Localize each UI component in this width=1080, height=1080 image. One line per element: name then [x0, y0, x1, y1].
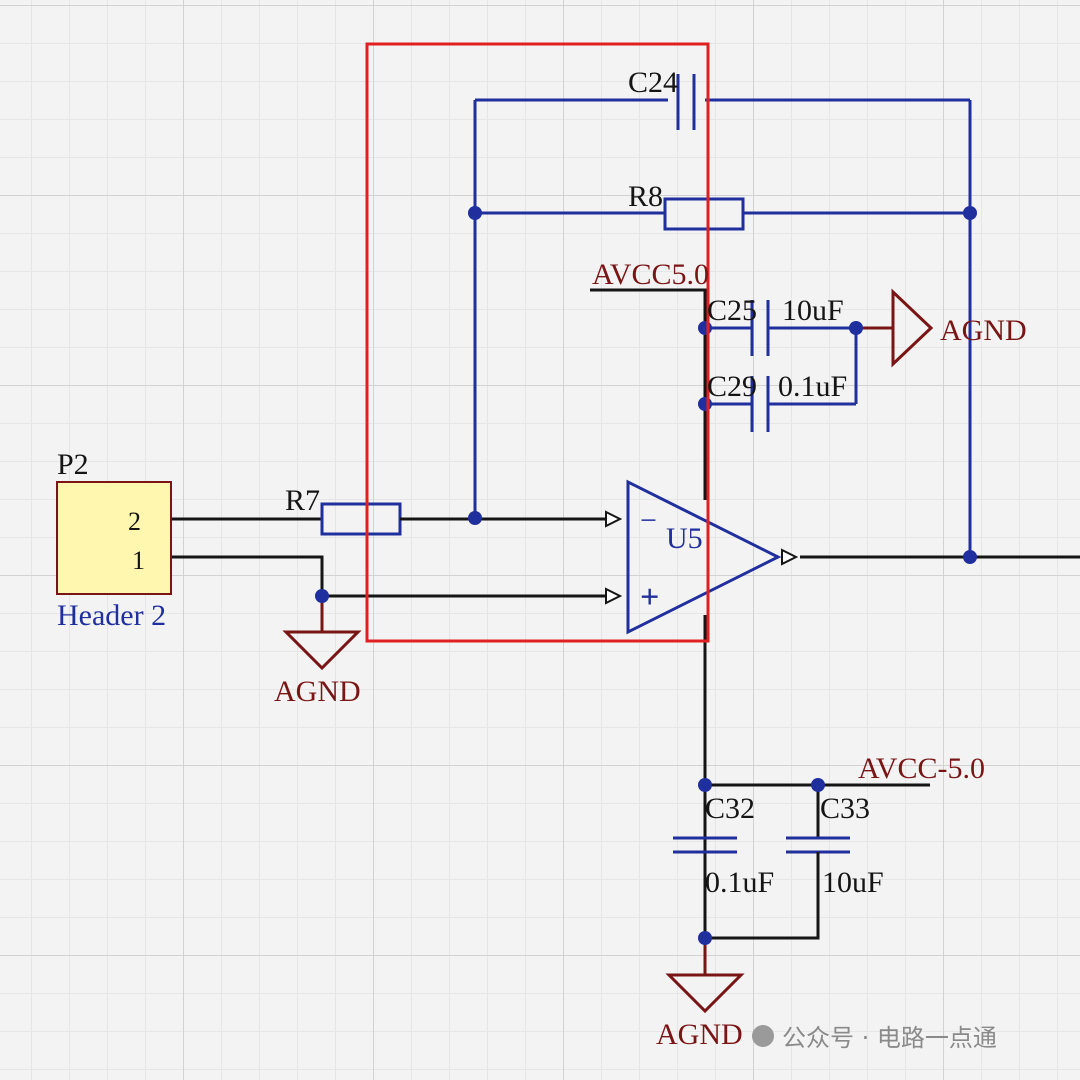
junction-dot — [698, 778, 712, 792]
c25-capacitor — [750, 300, 770, 356]
highlight-box — [365, 42, 710, 643]
header-p2-body — [56, 481, 172, 595]
agnd-left-label: AGND — [274, 675, 361, 708]
c24-ref-label: C24 — [628, 66, 678, 99]
c32-ref-label: C32 — [705, 792, 755, 825]
c25-ref-label: C25 — [707, 294, 757, 327]
agnd-right-label: AGND — [940, 314, 1027, 347]
u5-minus-label: − — [640, 504, 657, 537]
c24-capacitor — [676, 74, 696, 130]
positive-supply-rail — [590, 288, 707, 500]
r8-resistor — [663, 197, 745, 231]
header-pin-2-label: 2 — [128, 507, 141, 536]
u5-opamp — [626, 479, 782, 635]
c25-value-label: 10uF — [782, 294, 844, 327]
agnd-bottom-label: AGND — [656, 1018, 743, 1051]
c29-ref-label: C29 — [707, 370, 757, 403]
c33-ref-label: C33 — [820, 792, 870, 825]
junction-dot — [315, 589, 329, 603]
header-name-label: Header 2 — [57, 599, 166, 632]
agnd-right-symbol — [891, 288, 934, 368]
c33-capacitor — [786, 836, 850, 854]
junction-dot — [811, 778, 825, 792]
r8-ref-label: R8 — [628, 180, 663, 213]
avcc-neg-label: AVCC-5.0 — [858, 752, 985, 785]
watermark: 公众号 · 电路一点通 — [752, 1018, 997, 1053]
c33-value-label: 10uF — [822, 866, 884, 899]
wechat-logo-icon — [752, 1024, 774, 1047]
junction-dot — [849, 321, 863, 335]
c29-value-label: 0.1uF — [778, 370, 847, 403]
c32-value-label: 0.1uF — [705, 866, 774, 899]
agnd-left-symbol — [282, 630, 362, 671]
input-pin1-wire — [172, 555, 606, 598]
minus-pin-arrow — [605, 510, 623, 528]
junction-dot — [963, 550, 977, 564]
r7-resistor — [320, 502, 402, 536]
junction-dot — [963, 206, 977, 220]
r7-ref-label: R7 — [285, 484, 320, 517]
watermark-text: 公众号 · 电路一点通 — [782, 1024, 997, 1052]
u5-plus-label: + — [640, 579, 659, 616]
plus-pin-arrow — [605, 587, 623, 605]
output-pin-arrow — [781, 548, 799, 566]
header-pin-1-label: 1 — [132, 546, 145, 575]
c33-bottom-wire — [705, 852, 820, 940]
header-ref-label: P2 — [57, 448, 89, 481]
agnd-bottom-symbol — [665, 973, 745, 1014]
c32-capacitor — [673, 836, 737, 854]
u5-ref-label: U5 — [666, 522, 703, 555]
c29-capacitor — [750, 376, 770, 432]
junction-dot — [468, 511, 482, 525]
junction-dot — [698, 931, 712, 945]
avcc-pos-label: AVCC5.0 — [592, 258, 709, 291]
junction-dot — [468, 206, 482, 220]
